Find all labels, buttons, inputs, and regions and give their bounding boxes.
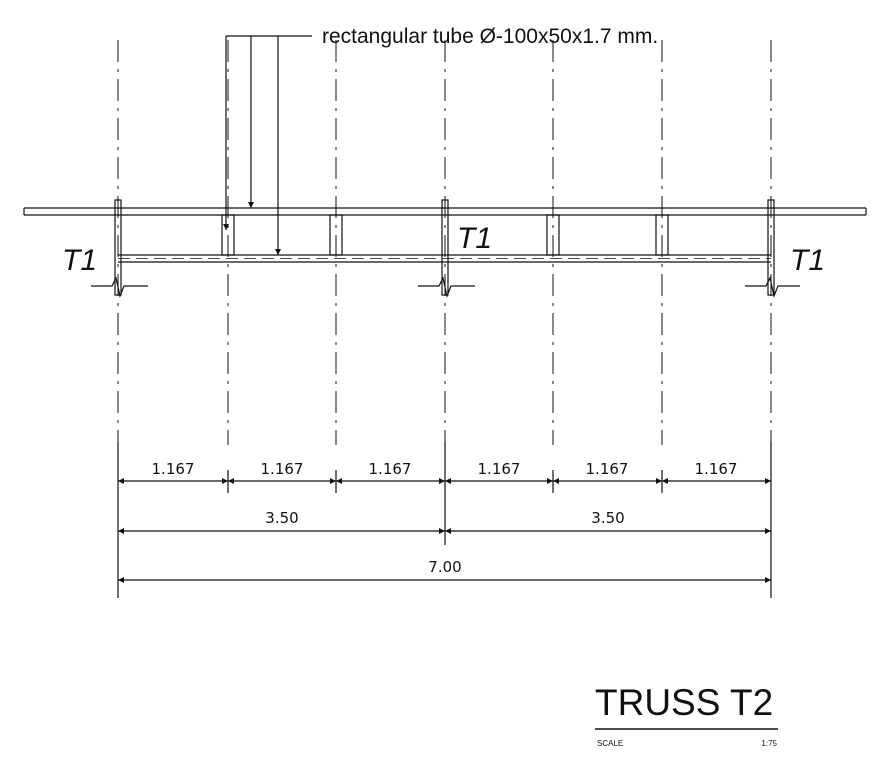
web-member-3 <box>546 214 560 256</box>
support-label-middle: T1 <box>457 222 492 255</box>
web-member-1 <box>221 214 235 256</box>
web-members <box>221 214 669 256</box>
center-lines <box>117 40 772 445</box>
support-columns <box>114 199 775 296</box>
annotation-leaders <box>223 35 312 255</box>
segment-dim-label: 1.167 <box>152 460 195 478</box>
column-middle <box>441 199 449 296</box>
annotation-text: rectangular tube Ø-100x50x1.7 mm. <box>322 25 658 48</box>
half-dim-label-right: 3.50 <box>591 509 624 527</box>
support-label-left: T1 <box>62 244 97 277</box>
half-dim-label-left: 3.50 <box>265 509 298 527</box>
total-dim-label: 7.00 <box>428 558 461 576</box>
web-member-4 <box>655 214 669 256</box>
scale-label: SCALE <box>597 739 623 748</box>
column-left <box>114 199 122 296</box>
segment-dim-label: 1.167 <box>695 460 738 478</box>
segment-dim-label: 1.167 <box>586 460 629 478</box>
break-marks <box>91 276 800 299</box>
web-member-2 <box>329 214 343 256</box>
drawing-title: TRUSS T2 <box>595 682 773 723</box>
scale-value: 1:75 <box>761 739 777 748</box>
support-label-right: T1 <box>790 244 825 277</box>
top-chord <box>23 207 867 216</box>
segment-dimension-labels: 1.167 1.167 1.167 1.167 1.167 1.167 <box>152 460 738 478</box>
column-right <box>767 199 775 296</box>
segment-dim-label: 1.167 <box>478 460 521 478</box>
segment-dim-label: 1.167 <box>261 460 304 478</box>
segment-dim-label: 1.167 <box>369 460 412 478</box>
